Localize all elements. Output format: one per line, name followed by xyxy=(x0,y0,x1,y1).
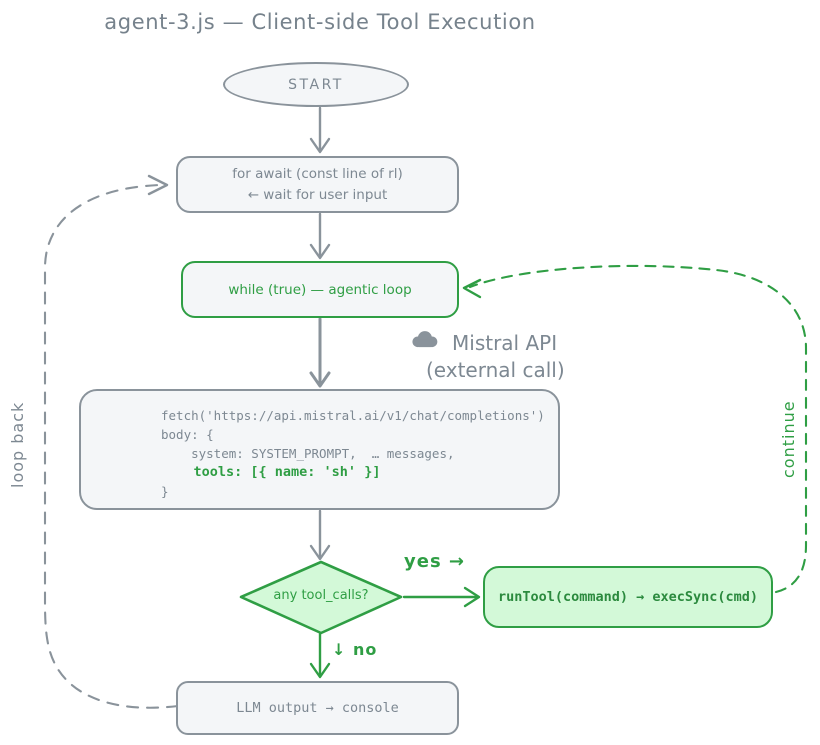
arrowhead xyxy=(309,371,331,388)
edge-label-yes: yes → xyxy=(404,551,466,572)
node-run-tool: runTool(command) → execSync(cmd) xyxy=(483,566,773,628)
node-while-loop: while (true) — agentic loop xyxy=(181,261,459,318)
run-tool-label: runTool(command) → execSync(cmd) xyxy=(497,589,759,605)
llm-output-label: LLM output → console xyxy=(236,700,399,716)
decision-label: any tool_calls? xyxy=(273,588,369,603)
arrowhead xyxy=(462,278,482,299)
api-note-line1: Mistral API xyxy=(452,330,558,355)
node-start: START xyxy=(223,62,409,107)
for-await-line2: ← wait for user input xyxy=(247,186,388,203)
cloud-icon xyxy=(408,329,440,356)
node-for-await: for await (const line of rl) ← wait for … xyxy=(176,156,459,213)
api-note: Mistral API (external call) xyxy=(408,329,565,382)
node-llm-output: LLM output → console xyxy=(176,681,459,735)
node-fetch-call: fetch('https://api.mistral.ai/v1/chat/co… xyxy=(79,389,560,510)
arrowhead xyxy=(309,137,331,154)
arrowhead xyxy=(309,243,331,260)
arrowhead xyxy=(147,174,169,196)
code-line: } xyxy=(161,484,169,499)
arrowhead xyxy=(463,586,481,608)
edge-label-no: ↓ no xyxy=(332,640,378,659)
edge-label-loop-back: loop back xyxy=(8,401,27,488)
arrowhead xyxy=(309,544,331,561)
decision-diamond xyxy=(239,560,403,635)
code-line: fetch('https://api.mistral.ai/v1/chat/co… xyxy=(161,408,545,423)
diagram-title: agent-3.js — Client-side Tool Execution xyxy=(104,10,536,34)
edge-label-continue: continue xyxy=(779,400,798,478)
while-loop-label: while (true) — agentic loop xyxy=(228,281,412,298)
code-line: body: { xyxy=(161,427,214,442)
arrowhead xyxy=(309,662,331,679)
start-label: START xyxy=(288,76,344,93)
api-note-line2: (external call) xyxy=(426,358,565,382)
edge-continue xyxy=(468,264,808,594)
for-await-line1: for await (const line of rl) xyxy=(232,166,403,183)
code-line-tools: tools: [{ name: 'sh' }] xyxy=(161,464,381,480)
code-line: system: SYSTEM_PROMPT, … messages, xyxy=(161,446,455,461)
edge-loop-back xyxy=(43,183,180,709)
